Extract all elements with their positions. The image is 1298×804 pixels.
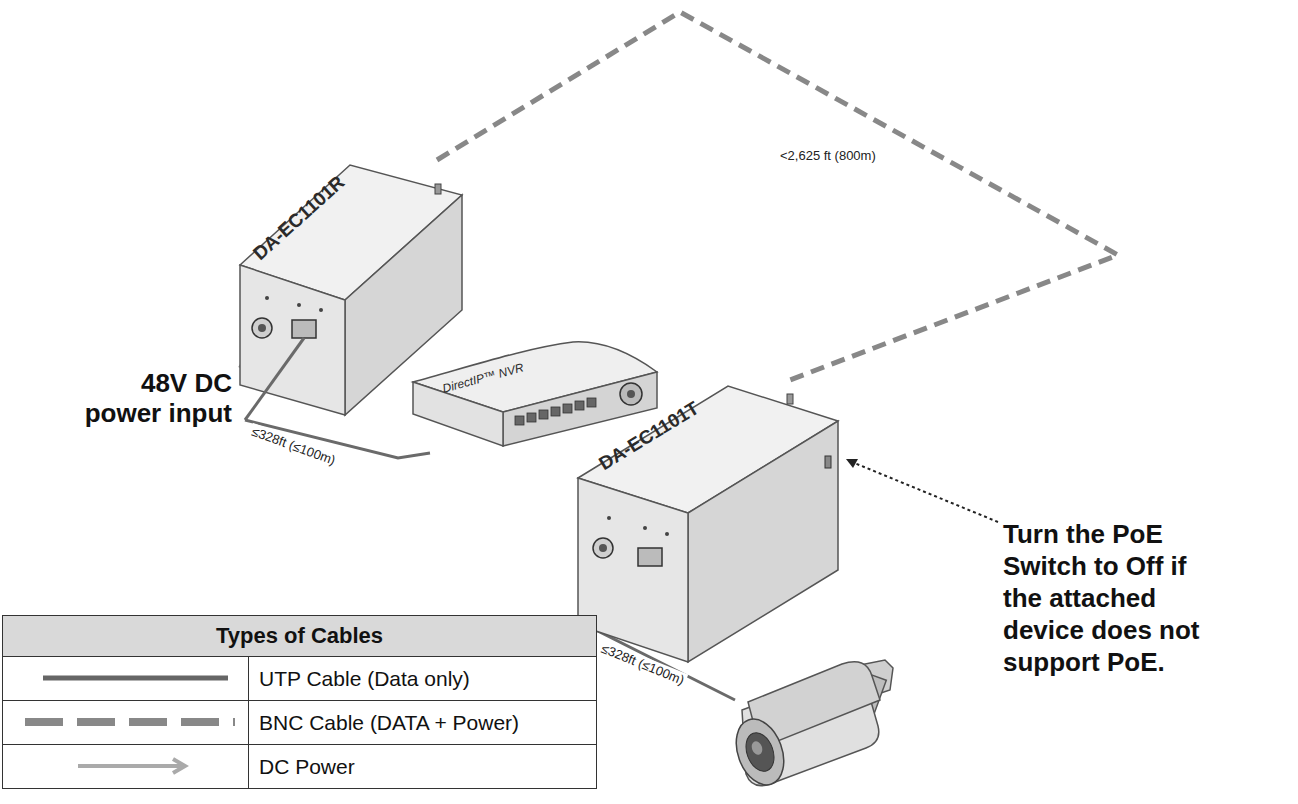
legend-row: BNC Cable (DATA + Power) xyxy=(3,701,596,745)
bnc-connector xyxy=(435,184,441,194)
rj45-port xyxy=(292,320,316,338)
transmitter-box: DA-EC1101T xyxy=(575,380,845,665)
power-jack-pin xyxy=(258,324,266,332)
legend-sample xyxy=(3,657,249,700)
legend-sample-line xyxy=(3,657,248,700)
nvr-device: DirectIP™ NVR xyxy=(405,338,663,453)
box-front xyxy=(240,265,345,415)
led xyxy=(265,296,269,300)
rj45-port xyxy=(638,548,662,566)
legend-text: UTP Cable (Data only) xyxy=(249,657,470,700)
camera xyxy=(728,660,893,791)
utp-cable xyxy=(245,338,304,420)
cable-length: <2,625 ft (800m) xyxy=(778,148,878,163)
poe-note: Turn the PoE Switch to Off if the attach… xyxy=(1003,518,1208,678)
leader-arrowhead xyxy=(846,459,858,468)
nvr-device xyxy=(413,342,657,446)
legend-header: Types of Cables xyxy=(3,616,596,657)
legend-sample xyxy=(3,745,249,788)
legend-sample xyxy=(3,701,249,744)
legend-row: DC Power xyxy=(3,745,596,788)
node-outline xyxy=(575,380,845,665)
legend-row: UTP Cable (Data only) xyxy=(3,657,596,701)
legend-sample-line xyxy=(3,701,248,744)
legend-text: DC Power xyxy=(249,745,355,788)
led xyxy=(607,516,611,520)
legend-text: BNC Cable (DATA + Power) xyxy=(249,701,519,744)
leader-line xyxy=(852,462,998,522)
poe-switch xyxy=(825,456,831,468)
box-side xyxy=(688,421,838,662)
legend-sample-line xyxy=(3,745,248,788)
led xyxy=(643,526,647,530)
led xyxy=(665,532,669,536)
bnc-connector xyxy=(787,394,793,404)
led xyxy=(297,303,301,307)
cable-length: ≤328ft (≤100m) xyxy=(248,423,340,469)
legend-title: Types of Cables xyxy=(216,623,383,649)
power-jack xyxy=(252,318,272,338)
bnc-cable xyxy=(437,12,1118,380)
led xyxy=(319,308,323,312)
power-note: 48V DC power input xyxy=(72,368,232,428)
legend-table: Types of CablesUTP Cable (Data only)BNC … xyxy=(2,615,597,789)
power-jack-pin xyxy=(599,544,607,552)
power-jack xyxy=(593,538,613,558)
